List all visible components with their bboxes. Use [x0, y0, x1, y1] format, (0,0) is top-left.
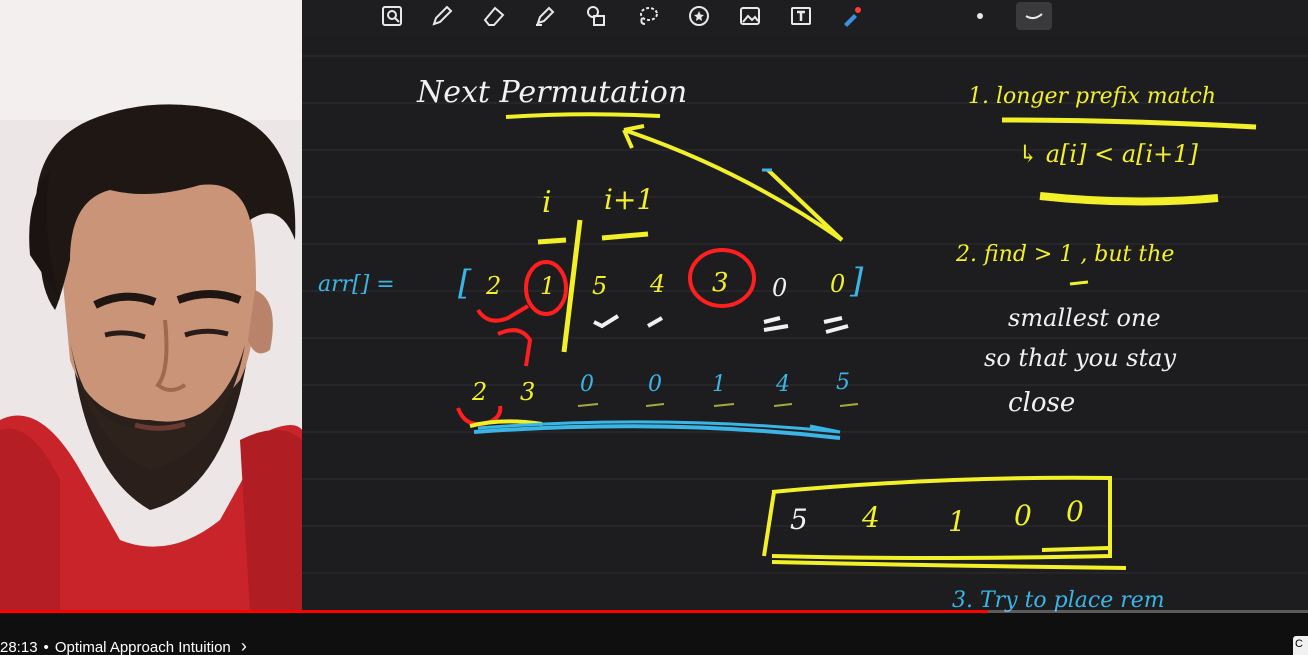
lasso-zoom-icon[interactable] — [378, 2, 406, 30]
highlighter-icon[interactable] — [531, 2, 559, 30]
array-bracket-open: [ — [458, 263, 472, 303]
eraser-icon[interactable] — [480, 2, 508, 30]
index-i1-label: i+1 — [604, 183, 655, 216]
array-value: 5 — [592, 272, 608, 300]
chapter-title: Optimal Approach Intuition — [54, 639, 231, 655]
array-value: 3 — [712, 268, 729, 298]
shapes-icon[interactable] — [582, 2, 610, 30]
presenter-image — [0, 0, 302, 612]
pen-icon[interactable] — [428, 2, 456, 30]
ruled-lines — [302, 55, 1308, 574]
boxed-value: 5 — [790, 503, 808, 536]
whiteboard-canvas[interactable]: Next Permutation 1. longer prefix match … — [302, 0, 1308, 612]
note3-line1: 3. Try to place rem — [952, 588, 1165, 612]
boxed-value: 0 — [1066, 495, 1084, 528]
boxed-value: 0 — [1014, 499, 1032, 532]
note1-line1: 1. longer prefix match — [968, 84, 1217, 109]
array-value: 4 — [650, 270, 666, 298]
result-value: 3 — [520, 378, 536, 406]
chapter-title-button[interactable]: 28:13 • Optimal Approach Intuition › — [0, 636, 247, 655]
boxed-value: 1 — [948, 505, 966, 538]
chevron-right-icon: › — [240, 636, 247, 655]
laser-pointer-icon[interactable] — [838, 2, 866, 30]
array-value: 0 — [772, 274, 788, 302]
lasso-icon[interactable] — [634, 2, 662, 30]
webcam-panel — [0, 0, 302, 612]
note2-line1: 2. find > 1 , but the — [956, 242, 1175, 267]
result-value: 4 — [776, 372, 790, 397]
captions-button[interactable]: C — [1293, 636, 1308, 655]
sticker-icon[interactable] — [685, 2, 713, 30]
image-icon[interactable] — [736, 2, 764, 30]
pen-stroke-icon[interactable] — [1016, 2, 1052, 30]
result-value: 2 — [472, 378, 488, 406]
array-bracket-close: ] — [850, 261, 864, 301]
note2-line2: smallest one — [1008, 304, 1161, 332]
index-i-label: i — [542, 185, 552, 220]
text-icon[interactable] — [787, 2, 815, 30]
array-value: 1 — [540, 272, 556, 300]
result-value: 5 — [836, 370, 850, 395]
video-progress-fill — [0, 610, 988, 613]
separator: • — [43, 639, 49, 655]
dot-size-icon[interactable] — [966, 2, 994, 30]
boxed-value: 4 — [862, 501, 880, 534]
drawing-toolbar — [302, 0, 1308, 36]
result-value: 0 — [648, 372, 662, 397]
result-value: 0 — [580, 372, 594, 397]
note2-line4: close — [1008, 388, 1076, 418]
timestamp: 28:13 — [0, 639, 38, 655]
note1-line2: ↳ a[i] < a[i+1] — [1018, 140, 1198, 168]
array-value: 2 — [486, 272, 502, 300]
array-value: 0 — [830, 270, 846, 298]
board-title: Next Permutation — [417, 75, 688, 110]
result-value: 1 — [712, 372, 726, 397]
player-controls-bar — [0, 613, 1308, 655]
note2-line3: so that you stay — [984, 344, 1176, 372]
array-label: arr[] = — [318, 272, 395, 297]
